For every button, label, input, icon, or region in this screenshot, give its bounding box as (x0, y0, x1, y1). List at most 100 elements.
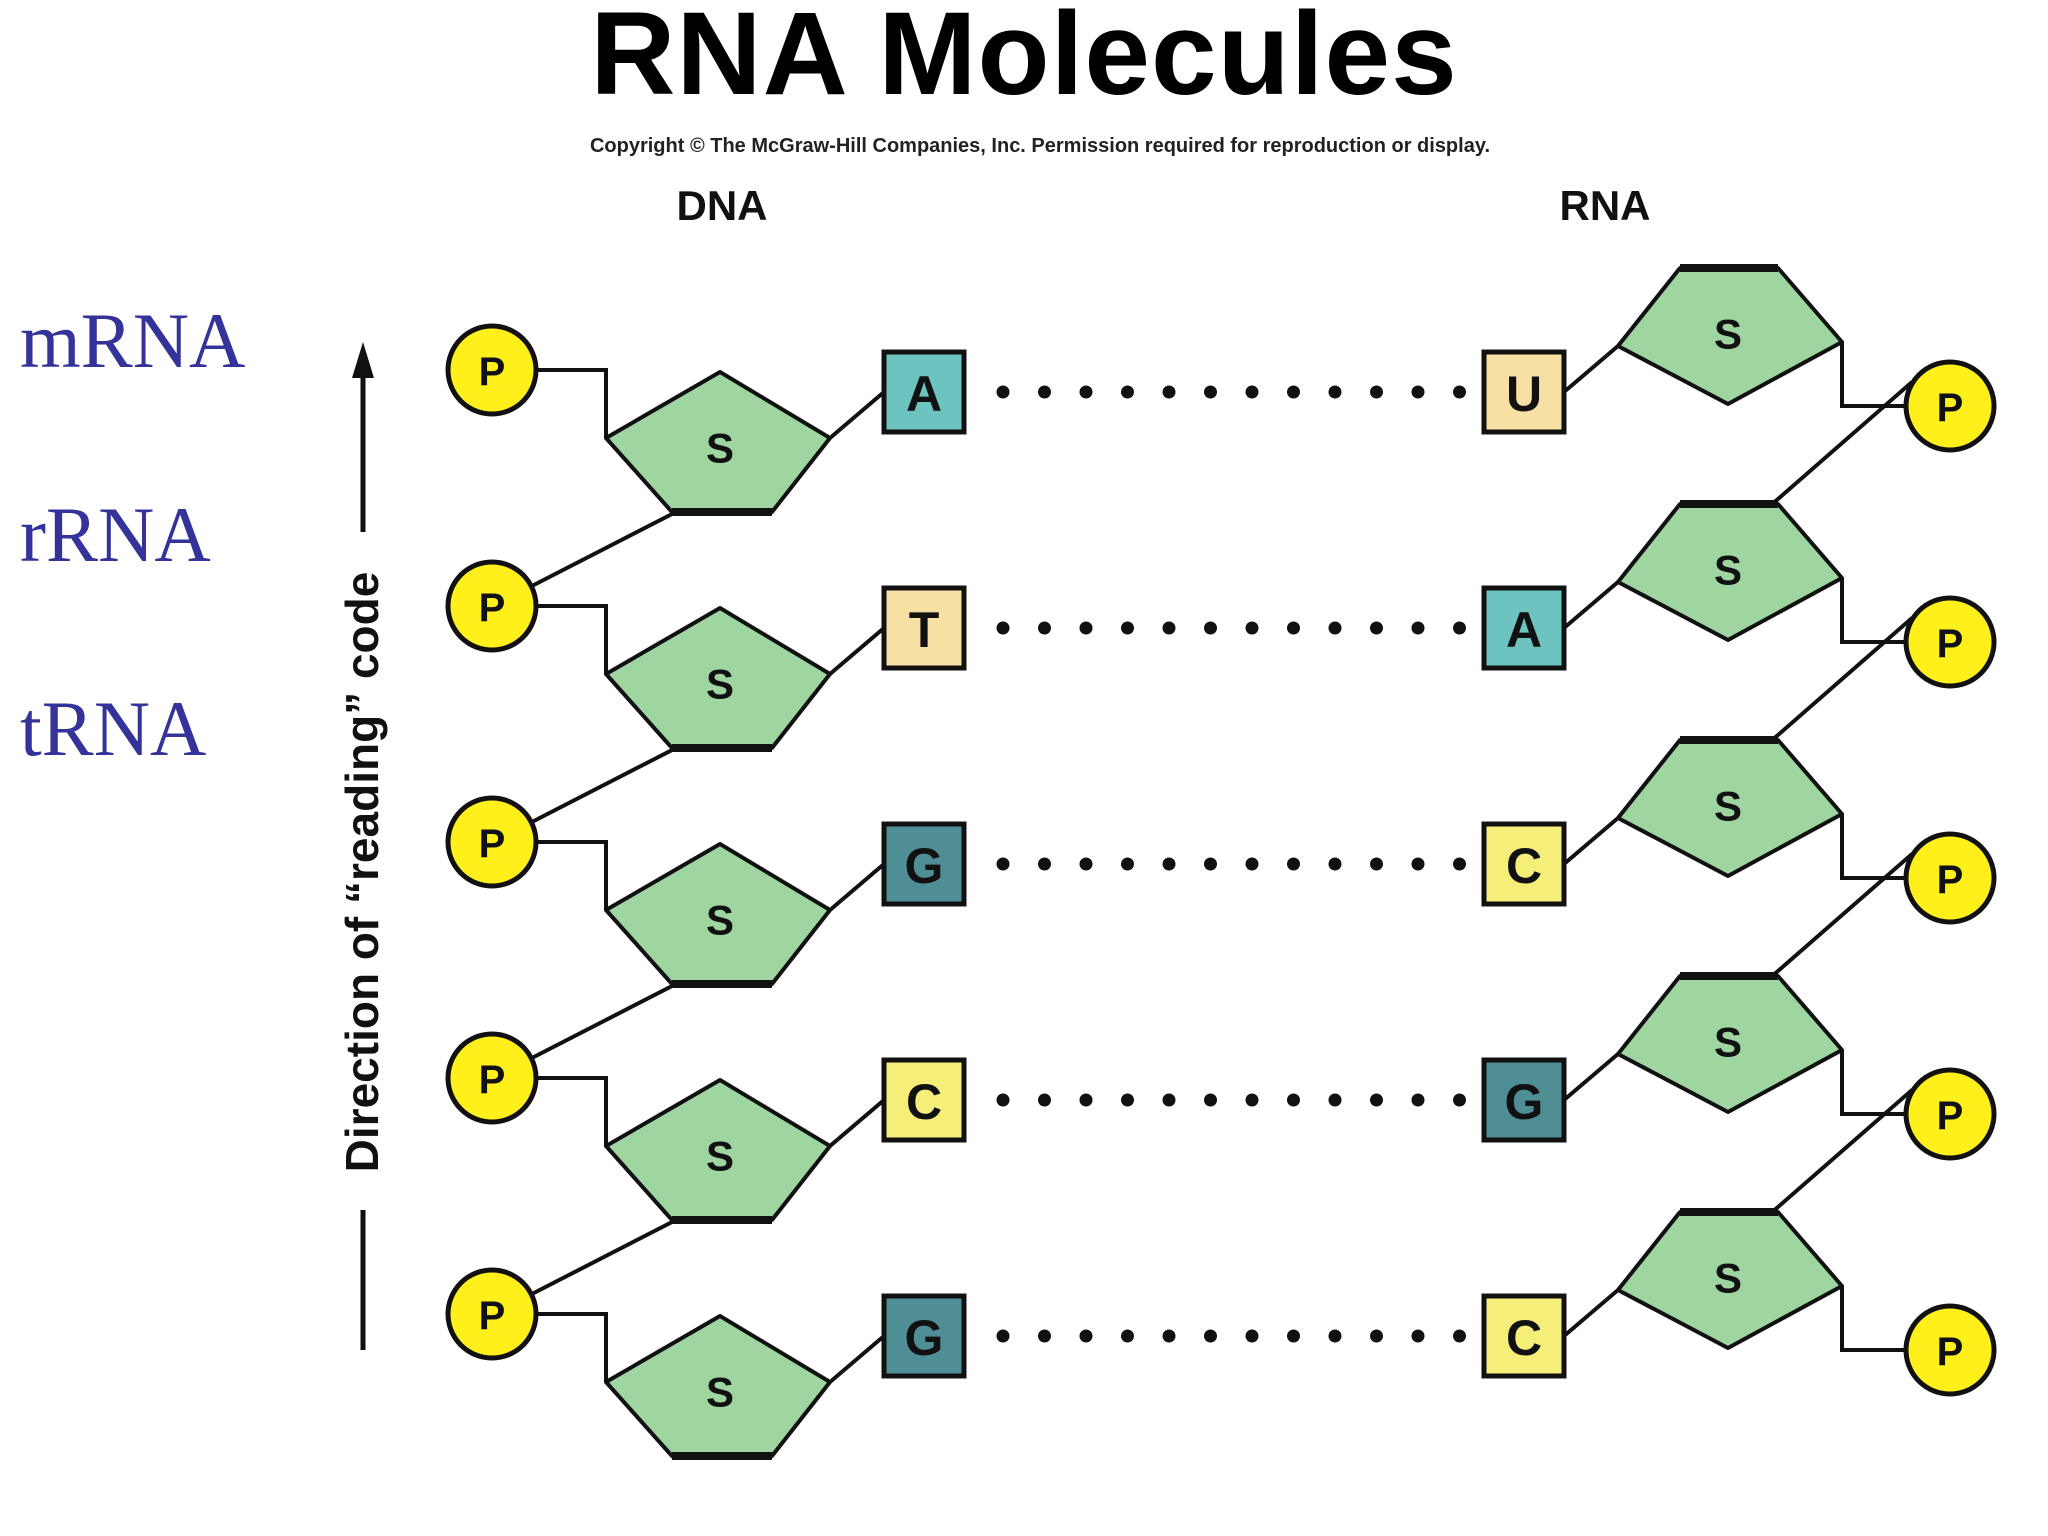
rna-type-mrna: mRNA (20, 297, 246, 384)
hydrogen-bond-dot-3-8 (1328, 1093, 1342, 1107)
hydrogen-bond-dot-0-2 (1079, 385, 1093, 399)
dna-backbone-link-2 (527, 982, 677, 1062)
hydrogen-bond-dot-4-9 (1370, 1329, 1383, 1343)
dna-sugar-label-0: S (706, 425, 734, 472)
hydrogen-bond-dot-3-5 (1204, 1093, 1217, 1107)
hydrogen-bond-dot-4-7 (1287, 1329, 1300, 1343)
dna-base-0-label: A (906, 366, 942, 422)
rna-base-0-label: U (1506, 366, 1542, 422)
hydrogen-bond-dot-0-3 (1121, 385, 1134, 399)
rna-sugar-label-0: S (1714, 311, 1742, 358)
dna-phosphate-1-label: P (479, 586, 506, 630)
hydrogen-bond-dot-4-5 (1204, 1329, 1217, 1343)
hydrogen-bond-dot-4-2 (1079, 1329, 1093, 1343)
arrow-head-up (352, 342, 374, 378)
rna-sugar-label-4: S (1714, 1255, 1742, 1302)
rna-phosphate-1-label: P (1937, 622, 1964, 666)
hydrogen-bond-dot-3-2 (1079, 1093, 1093, 1107)
hydrogen-bond-dot-1-9 (1370, 621, 1383, 635)
direction-label: Direction of “reading” code (336, 572, 388, 1173)
dna-phosphate-0-label: P (479, 350, 506, 394)
dna-phosphate-sugar-link-4 (536, 1312, 608, 1382)
dna-phosphate-1 (445, 559, 539, 653)
hydrogen-bond-dot-2-6 (1245, 857, 1259, 871)
hydrogen-bond-dot-1-5 (1204, 621, 1217, 635)
rna-type-rrna: rRNA (20, 491, 211, 578)
hydrogen-bond-dot-2-7 (1287, 857, 1300, 871)
hydrogen-bond-dot-2-11 (1453, 857, 1466, 871)
dna-sugar-label-2: S (706, 897, 734, 944)
hydrogen-bond-dot-4-6 (1245, 1329, 1259, 1343)
hydrogen-bond-dot-4-4 (1162, 1329, 1176, 1343)
dna-backbone-link-0 (527, 510, 677, 590)
rna-base-1-label: A (1506, 602, 1542, 658)
rna-phosphate-2 (1903, 831, 1997, 925)
hydrogen-bond-dot-2-3 (1121, 857, 1134, 871)
hydrogen-bond-dot-0-5 (1204, 385, 1217, 399)
dna-phosphate-sugar-link-0 (536, 368, 608, 438)
rna-base-2 (1481, 821, 1567, 907)
rna-sugar-label-3: S (1714, 1019, 1742, 1066)
rna-phosphate-4 (1903, 1303, 1997, 1397)
hydrogen-bond-dot-1-2 (1079, 621, 1093, 635)
slide-title: RNA Molecules (590, 0, 1458, 120)
hydrogen-bond-dot-0-6 (1245, 385, 1259, 399)
hydrogen-bond-dot-3-4 (1162, 1093, 1176, 1107)
rna-sugar-phosphate-link-4 (1840, 1286, 1906, 1352)
hydrogen-bond-dot-1-7 (1287, 621, 1300, 635)
dna-base-1-label: T (909, 602, 940, 658)
hydrogen-bond-dot-1-1 (1038, 621, 1051, 635)
rna-base-sugar-link-2 (1562, 816, 1620, 866)
hydrogen-bond-dot-0-0 (996, 385, 1010, 399)
hydrogen-bond-dot-2-2 (1079, 857, 1093, 871)
rna-base-sugar-link-3 (1562, 1052, 1620, 1102)
dna-sugar-base-link-1 (828, 626, 886, 676)
dna-sugar-base-link-2 (828, 862, 886, 912)
dna-base-1 (881, 585, 967, 671)
hydrogen-bond-dot-1-4 (1162, 621, 1176, 635)
dna-sugar-label-1: S (706, 661, 734, 708)
rna-phosphate-4-label: P (1937, 1330, 1964, 1374)
rna-phosphate-0 (1903, 359, 1997, 453)
hydrogen-bond-dot-0-10 (1411, 385, 1425, 399)
dna-sugar-label-3: S (706, 1133, 734, 1180)
hydrogen-bond-dot-3-0 (996, 1093, 1010, 1107)
rna-sugar-label-1: S (1714, 547, 1742, 594)
hydrogen-bond-dot-2-4 (1162, 857, 1176, 871)
dna-backbone-link-1 (527, 746, 677, 826)
hydrogen-bond-dot-1-6 (1245, 621, 1259, 635)
dna-base-2 (881, 821, 967, 907)
dna-sugar-base-link-0 (828, 390, 886, 440)
rna-backbone-link-0 (1768, 380, 1914, 508)
direction-arrow (352, 342, 374, 1350)
dna-phosphate-sugar-link-3 (536, 1076, 608, 1146)
dna-phosphate-3 (445, 1031, 539, 1125)
rna-backbone-link-1 (1768, 616, 1914, 744)
hydrogen-bond-dot-2-10 (1411, 857, 1425, 871)
dna-base-4-label: G (905, 1310, 944, 1366)
rna-type-trna: tRNA (20, 685, 207, 772)
rna-phosphate-1 (1903, 595, 1997, 689)
hydrogen-bond-dot-0-11 (1453, 385, 1466, 399)
hydrogen-bond-dot-0-4 (1162, 385, 1176, 399)
hydrogen-bond-dot-0-7 (1287, 385, 1300, 399)
rna-base-4 (1481, 1293, 1567, 1379)
dna-sugar-base-link-3 (828, 1098, 886, 1148)
hydrogen-bond-dot-1-8 (1328, 621, 1342, 635)
rna-base-2-label: C (1506, 838, 1542, 894)
hydrogen-bond-dot-3-10 (1411, 1093, 1425, 1107)
hydrogen-bond-dot-3-6 (1245, 1093, 1259, 1107)
dna-base-3 (881, 1057, 967, 1143)
hydrogen-bond-dot-4-3 (1121, 1329, 1134, 1343)
dna-phosphate-sugar-link-1 (536, 604, 608, 674)
dna-phosphate-3-label: P (479, 1058, 506, 1102)
hydrogen-bond-dot-2-9 (1370, 857, 1383, 871)
rna-base-3-label: G (1505, 1074, 1544, 1130)
hydrogen-bond-dot-1-3 (1121, 621, 1134, 635)
hydrogen-bond-dot-2-1 (1038, 857, 1051, 871)
hydrogen-bond-dot-2-5 (1204, 857, 1217, 871)
hydrogen-bond-dot-3-7 (1287, 1093, 1300, 1107)
rna-sugar-label-2: S (1714, 783, 1742, 830)
